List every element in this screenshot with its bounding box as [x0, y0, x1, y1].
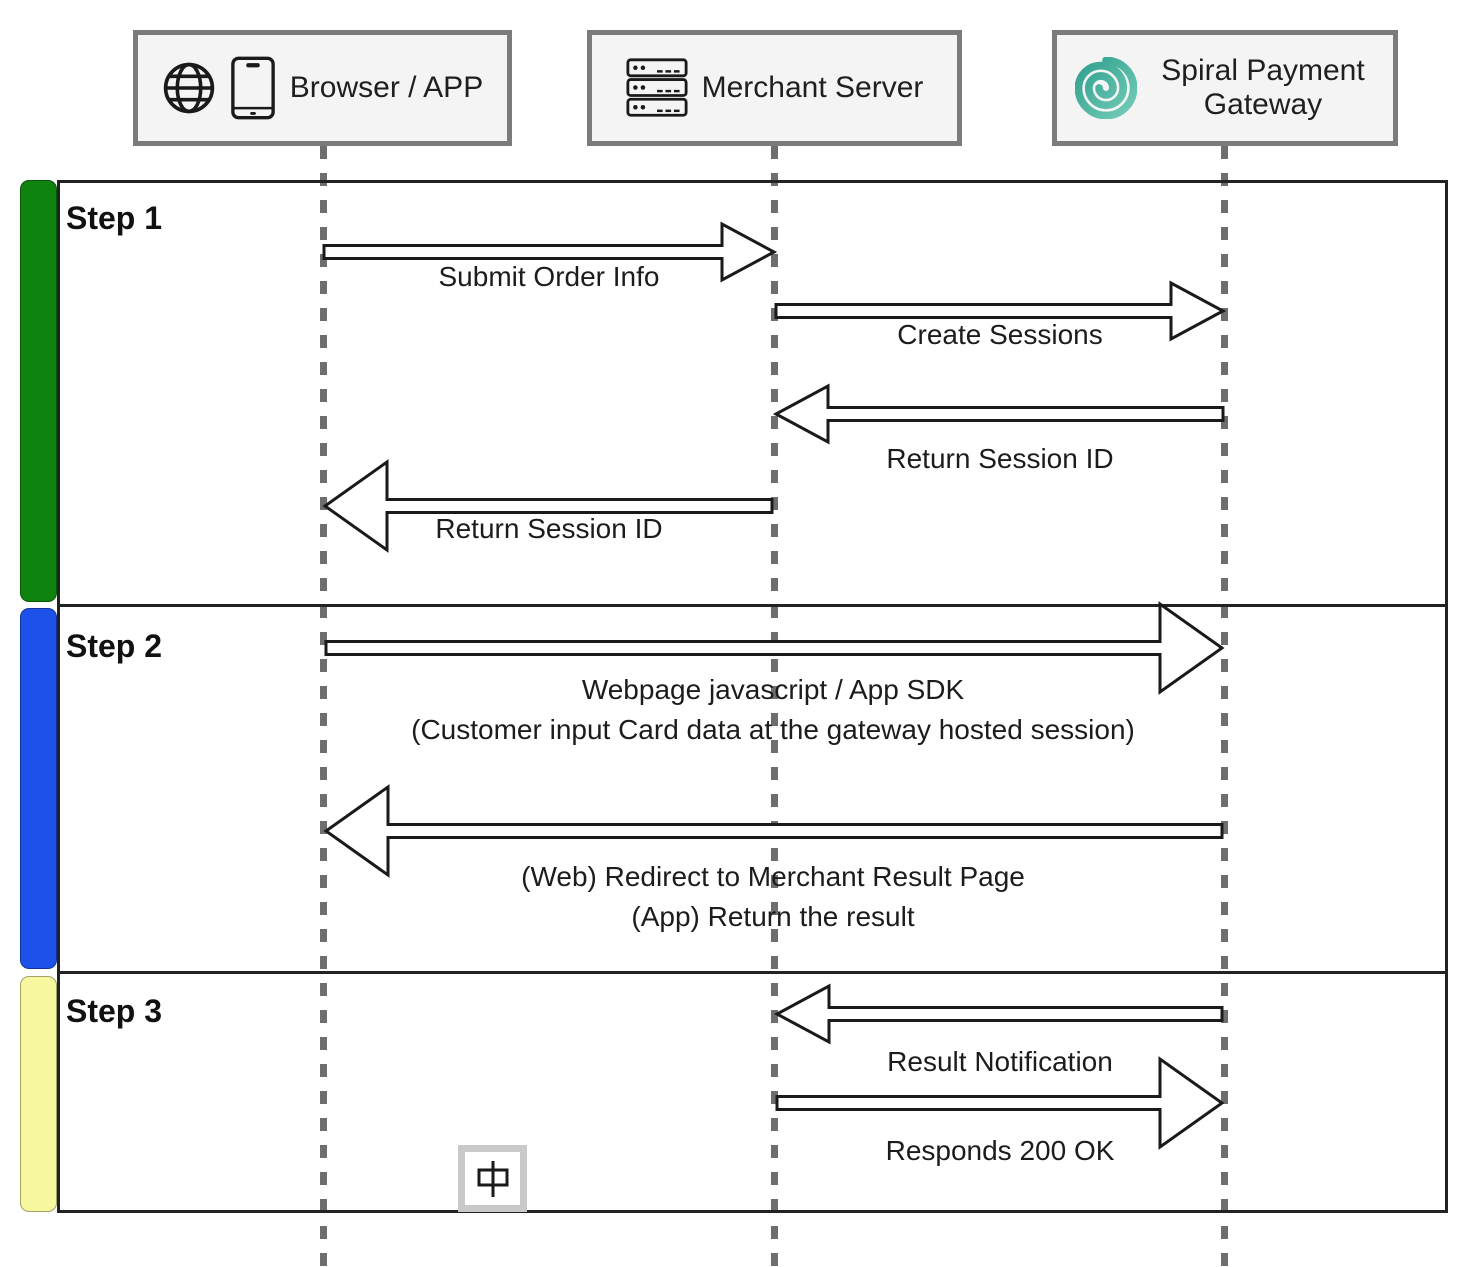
step1-color-bar: [20, 180, 57, 602]
step1-label: Step 1: [66, 200, 163, 236]
message-label: Create Sessions: [897, 319, 1103, 350]
ime-indicator[interactable]: [458, 1145, 527, 1212]
ime-char-icon: [477, 1160, 508, 1197]
actor-label: Merchant Server: [701, 71, 924, 104]
step1-step2-divider: [57, 604, 1448, 607]
step3-color-bar: [20, 976, 57, 1212]
message-label: Result Notification: [887, 1046, 1113, 1077]
message-label-line1: Webpage javascript / App SDK: [581, 674, 965, 705]
message-label: (Web) Redirect to Merchant Result Page (…: [323, 857, 1223, 937]
step2-color-bar: [20, 608, 57, 969]
actor-merchant-server: Merchant Server: [587, 30, 962, 146]
message-label: Responds 200 OK: [885, 1135, 1115, 1166]
arrow-result-notification: [773, 983, 1224, 1045]
message-label: Submit Order Info: [438, 261, 660, 292]
spiral-icon: [1075, 57, 1137, 119]
message-label-line2: (App) Return the result: [631, 901, 915, 932]
actor-spiral-payment-gateway: Spiral Payment Gateway: [1052, 30, 1398, 146]
smartphone-icon: [230, 56, 275, 120]
lifeline-browser: [320, 146, 327, 1267]
lifeline-payment-gateway: [1221, 146, 1228, 1267]
actor-label: Browser / APP: [289, 71, 484, 104]
step2-step3-divider: [57, 971, 1448, 974]
globe-icon: [163, 62, 214, 114]
step3-label: Step 3: [66, 993, 163, 1029]
message-label-line1: (Web) Redirect to Merchant Result Page: [521, 861, 1025, 892]
actor-label: Spiral Payment Gateway: [1161, 54, 1365, 121]
message-label-line2: (Customer input Card data at the gateway…: [411, 714, 1135, 745]
message-label: Return Session ID: [886, 443, 1114, 474]
step2-label: Step 2: [66, 628, 163, 664]
actor-browser-app: Browser / APP: [133, 30, 512, 146]
message-label: Return Session ID: [435, 513, 663, 544]
arrow-return-session-id-to-merchant: [772, 383, 1225, 445]
message-label: Webpage javascript / App SDK (Customer i…: [323, 670, 1223, 750]
server-stack-icon: [626, 58, 688, 117]
lifeline-merchant-server: [771, 146, 778, 1267]
